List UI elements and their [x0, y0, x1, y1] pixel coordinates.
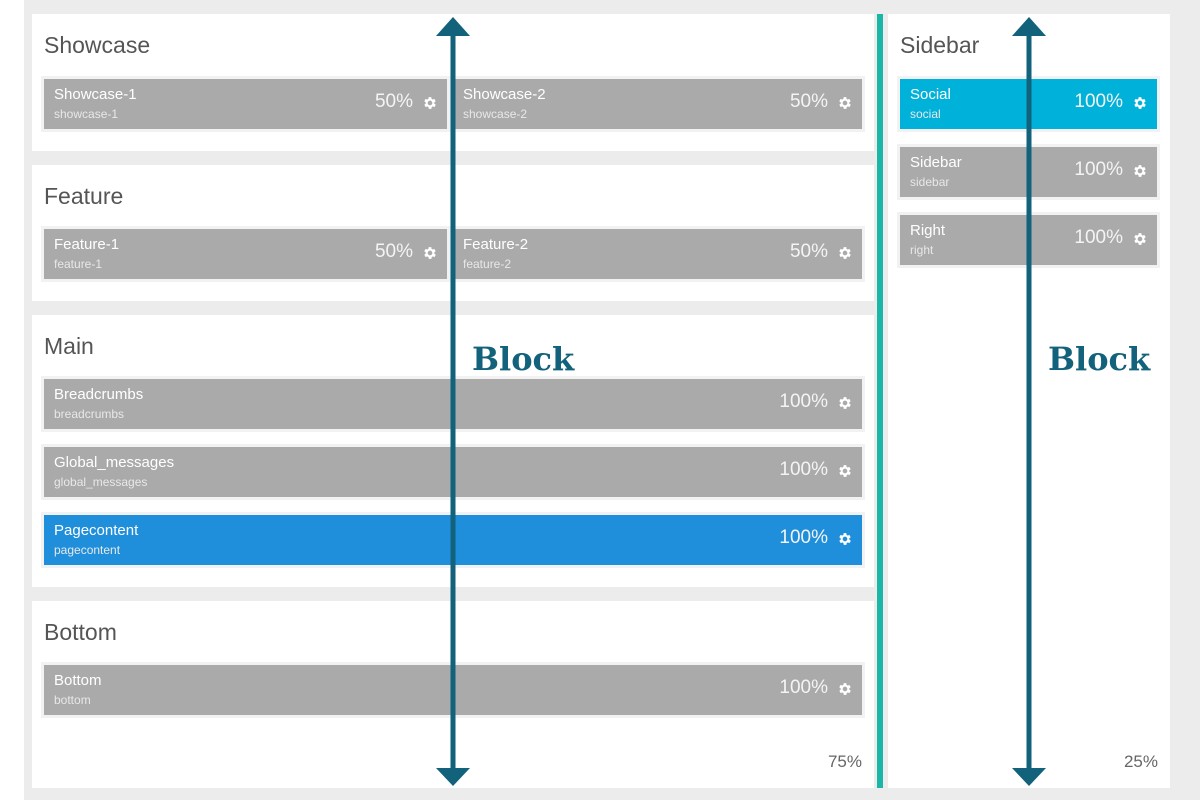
section-showcase: Showcase Showcase-1 showcase-1 50% Showc…	[32, 14, 874, 151]
section-title: Sidebar	[900, 32, 980, 58]
tile-pagecontent[interactable]: Pagecontent pagecontent 100%	[41, 512, 865, 568]
section-title: Bottom	[44, 619, 117, 645]
tile-key: right	[910, 243, 934, 257]
tile-bottom[interactable]: Bottom bottom 100%	[41, 662, 865, 718]
section-title: Main	[44, 333, 94, 359]
tile-name: Bottom	[54, 672, 102, 689]
tile-name: Right	[910, 222, 946, 239]
tile-key: bottom	[54, 693, 91, 707]
tile-width: 50%	[789, 91, 828, 112]
tile-width: 100%	[779, 391, 828, 412]
tile-social[interactable]: Social social 100%	[897, 76, 1160, 132]
tile-name: Showcase-2	[463, 86, 546, 103]
tile-name: Breadcrumbs	[54, 386, 144, 403]
tile-name: Showcase-1	[54, 86, 137, 103]
tile-name: Sidebar	[910, 154, 962, 171]
right-column: Sidebar Social social 100% Sidebar sideb…	[888, 14, 1170, 788]
section-main: Main Breadcrumbs breadcrumbs 100% Global…	[32, 315, 874, 587]
gear-icon[interactable]	[1132, 95, 1148, 111]
tile-width: 50%	[374, 241, 413, 262]
tile-feature-2[interactable]: Feature-2 feature-2 50%	[450, 226, 865, 282]
tile-width: 100%	[1074, 159, 1123, 180]
gear-icon[interactable]	[1132, 163, 1148, 179]
gear-icon[interactable]	[422, 245, 438, 261]
tile-width: 100%	[779, 677, 828, 698]
tile-showcase-2[interactable]: Showcase-2 showcase-2 50%	[450, 76, 865, 132]
column-width-label: 25%	[1123, 752, 1158, 771]
tile-feature-1[interactable]: Feature-1 feature-1 50%	[41, 226, 450, 282]
tile-key: global_messages	[54, 475, 148, 489]
gear-icon[interactable]	[837, 245, 853, 261]
tile-global-messages[interactable]: Global_messages global_messages 100%	[41, 444, 865, 500]
section-bottom: Bottom Bottom bottom 100% 75%	[32, 601, 874, 788]
tile-key: feature-2	[463, 257, 512, 271]
tile-key: feature-1	[54, 257, 103, 271]
tile-sidebar[interactable]: Sidebar sidebar 100%	[897, 144, 1160, 200]
tile-key: breadcrumbs	[54, 407, 125, 421]
tile-name: Social	[910, 86, 951, 103]
gear-icon[interactable]	[837, 395, 853, 411]
tile-name: Feature-1	[54, 236, 120, 253]
block-annotation-right: Block	[1048, 340, 1151, 378]
left-column: Showcase Showcase-1 showcase-1 50% Showc…	[32, 14, 874, 788]
section-title: Showcase	[44, 32, 151, 58]
gear-icon[interactable]	[837, 95, 853, 111]
tile-width: 50%	[374, 91, 413, 112]
tile-breadcrumbs[interactable]: Breadcrumbs breadcrumbs 100%	[41, 376, 865, 432]
column-divider[interactable]	[877, 14, 883, 788]
tile-key: social	[910, 107, 941, 121]
tile-right[interactable]: Right right 100%	[897, 212, 1160, 268]
gear-icon[interactable]	[422, 95, 438, 111]
tile-width: 100%	[1074, 227, 1123, 248]
tile-key: showcase-2	[463, 107, 528, 121]
tile-width: 100%	[1074, 91, 1123, 112]
tile-width: 100%	[779, 527, 828, 548]
tile-key: showcase-1	[54, 107, 119, 121]
section-title: Feature	[44, 183, 124, 209]
gear-icon[interactable]	[837, 463, 853, 479]
gear-icon[interactable]	[837, 531, 853, 547]
tile-width: 100%	[779, 459, 828, 480]
column-width-label: 75%	[827, 752, 862, 771]
tile-name: Feature-2	[463, 236, 529, 253]
tile-showcase-1[interactable]: Showcase-1 showcase-1 50%	[41, 76, 450, 132]
block-annotation-left: Block	[472, 340, 575, 378]
section-feature: Feature Feature-1 feature-1 50% Feature-…	[32, 165, 874, 301]
gear-icon[interactable]	[1132, 231, 1148, 247]
gear-icon[interactable]	[837, 681, 853, 697]
tile-name: Pagecontent	[54, 522, 139, 539]
tile-name: Global_messages	[54, 454, 175, 471]
tile-key: pagecontent	[54, 543, 121, 557]
tile-key: sidebar	[910, 175, 950, 189]
tile-width: 50%	[789, 241, 828, 262]
